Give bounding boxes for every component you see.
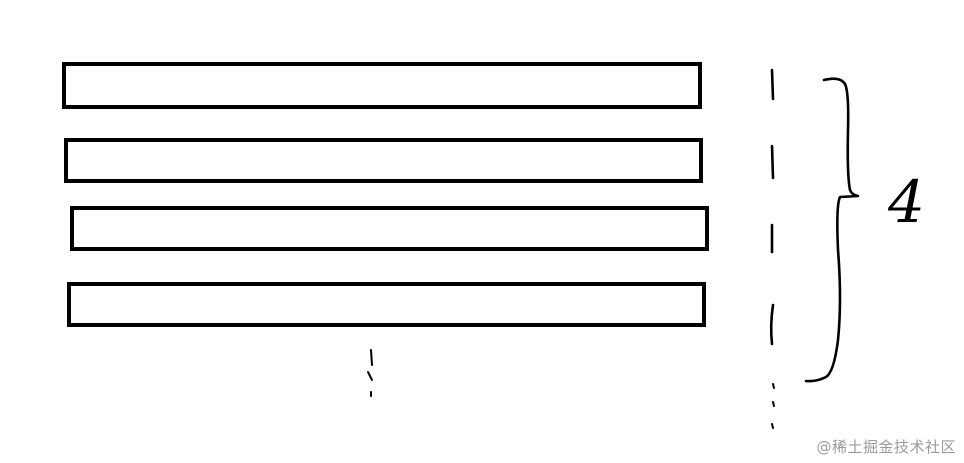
brace-count-label: 4	[887, 168, 925, 236]
watermark-text: @稀土掘金技术社区	[816, 438, 956, 456]
row-tick-marks	[769, 68, 775, 346]
bar-3	[70, 206, 709, 251]
continuation-dots-below-ticks	[771, 383, 775, 429]
row-tick-2	[770, 144, 775, 180]
bar-4	[67, 282, 706, 327]
row-tick-1	[770, 68, 775, 101]
bar-1	[62, 62, 702, 109]
row-tick-4	[769, 303, 775, 346]
bar-2	[64, 138, 703, 183]
curly-brace	[804, 77, 860, 383]
continuation-dots-below-bars	[367, 349, 373, 397]
